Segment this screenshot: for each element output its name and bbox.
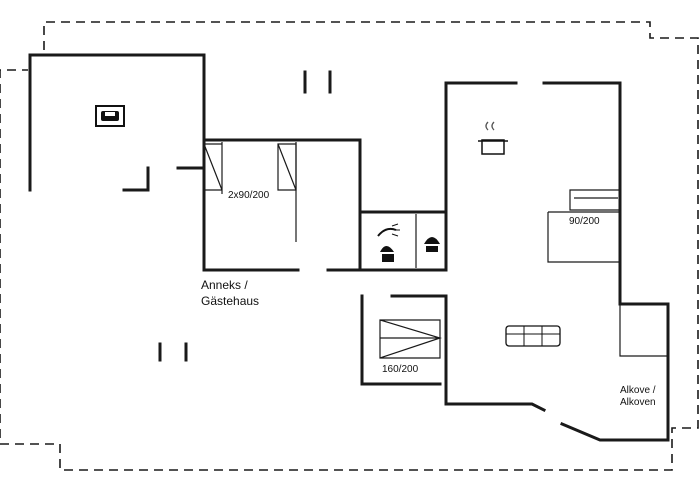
cooking-pot-icon xyxy=(478,121,508,155)
label-bed-single: 90/200 xyxy=(569,216,600,227)
shower-icon xyxy=(377,223,400,262)
label-annex-2: Gästehaus xyxy=(201,294,259,308)
main-house-inner-stub xyxy=(360,294,448,386)
label-bed-twin: 2x90/200 xyxy=(228,190,270,201)
annex-bed-1 xyxy=(203,143,223,191)
annex-bottom-wall xyxy=(202,138,300,272)
label-bed-double: 160/200 xyxy=(382,364,419,375)
bathroom-walls xyxy=(358,210,448,272)
carport-wall-stub xyxy=(122,166,150,192)
main-house-south-wall xyxy=(444,294,547,413)
annex-bed-2 xyxy=(277,143,297,191)
label-alcove-2: Alkoven xyxy=(620,397,656,408)
annex-walls xyxy=(202,138,362,270)
label-alcove-1: Alkove / xyxy=(620,385,656,396)
plot-boundary xyxy=(0,21,699,471)
main-house-north-wall-right xyxy=(542,81,670,442)
alcove-partition xyxy=(619,304,668,357)
window-mark-top xyxy=(303,70,332,94)
window-mark-bottom xyxy=(158,342,188,362)
double-bed xyxy=(379,319,442,359)
toilet-icon xyxy=(424,237,440,252)
label-annex-1: Anneks / xyxy=(201,278,248,292)
bedroom-partition xyxy=(547,211,620,263)
main-house-north-wall xyxy=(444,81,518,272)
kitchen-counter xyxy=(569,189,621,211)
car-icon xyxy=(95,105,125,127)
carport-walls xyxy=(28,53,206,192)
sofa-icon xyxy=(505,325,561,347)
